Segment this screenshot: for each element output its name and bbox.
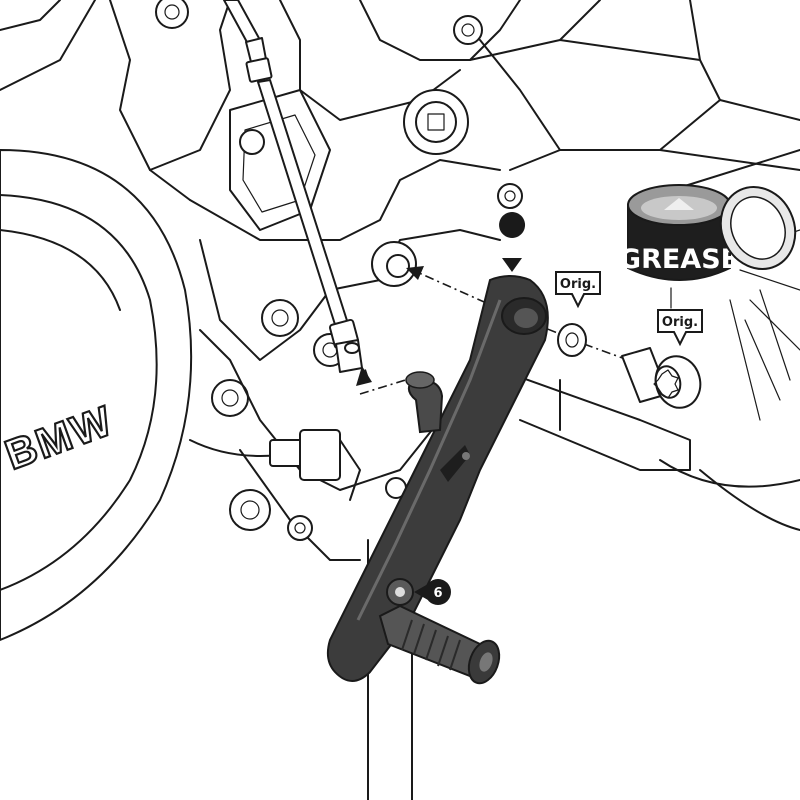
step-marker-6: 6 — [414, 579, 451, 605]
shoulder-bolt — [621, 347, 702, 409]
arrow-to-rod-icon — [356, 366, 372, 386]
step-marker-1: 1 — [499, 212, 526, 272]
step-marker-label: 6 — [433, 586, 442, 601]
orig-tag-label: Orig. — [662, 315, 698, 330]
grease-label: GREASE — [619, 244, 739, 275]
arrow-to-pivot-icon — [406, 266, 424, 280]
washer — [557, 323, 587, 357]
footpeg — [378, 604, 501, 685]
orig-tag-bolt: Orig. — [657, 309, 703, 347]
shift-rod — [223, 0, 363, 373]
orig-tag-washer: Orig. — [555, 271, 601, 309]
engine-cover: BMW — [0, 149, 193, 641]
step-marker-label: 1 — [507, 245, 516, 260]
shift-lever — [326, 275, 549, 682]
orig-tag-label: Orig. — [560, 277, 596, 292]
grease-tin: GREASE — [619, 184, 797, 281]
